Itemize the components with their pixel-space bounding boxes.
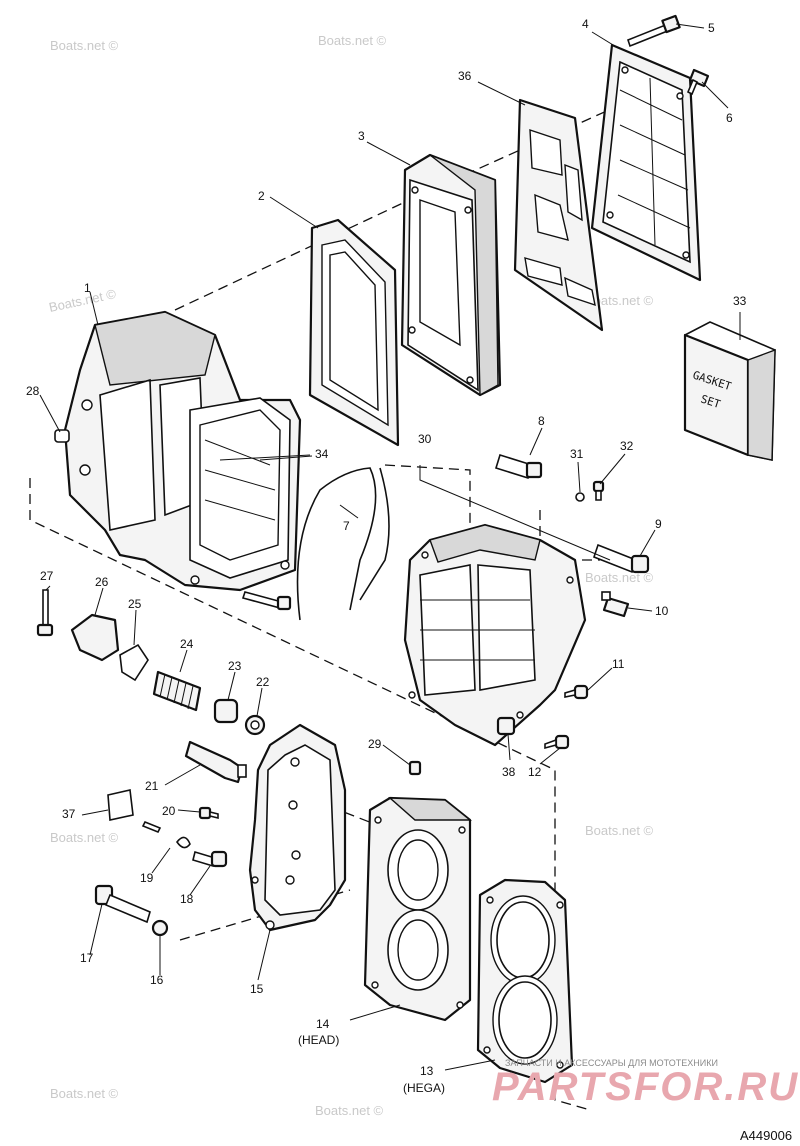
callout-22: 22	[256, 675, 270, 689]
callout-10: 10	[655, 604, 669, 618]
part-cylinder-block-1	[63, 310, 302, 592]
callout-16: 16	[150, 973, 164, 987]
callout-8: 8	[538, 414, 545, 428]
callout-15: 15	[250, 982, 264, 996]
watermark: Boats.net ©	[585, 293, 654, 308]
part-bolt-17	[94, 884, 151, 924]
part-38	[496, 716, 516, 736]
callout-31: 31	[570, 447, 584, 461]
callout-30: 30	[418, 432, 432, 446]
callout-13: 13	[420, 1064, 434, 1078]
watermark: Boats.net ©	[585, 823, 654, 838]
callout-33: 33	[733, 294, 747, 308]
callout-32: 32	[620, 439, 634, 453]
watermark: Boats.net ©	[585, 570, 654, 585]
part-fitting-10	[601, 591, 630, 618]
brand-watermark: ЗАПЧАСТИ И АКСЕССУАРЫ ДЛЯ МОТОТЕХНИКИ PA…	[492, 1058, 799, 1109]
callout-28: 28	[26, 384, 40, 398]
callout-25: 25	[128, 597, 142, 611]
callout-29: 29	[368, 737, 382, 751]
part-washer-31	[575, 492, 585, 502]
watermark: Boats.net ©	[50, 830, 119, 845]
callout-21: 21	[145, 779, 159, 793]
part-gasket-25	[119, 643, 149, 682]
label-hega: (HEGA)	[403, 1081, 445, 1095]
part-cover-plate	[590, 43, 702, 282]
callouts: 4 5 6 36 3 2 1 28 34 30 7 8 31 32 9 10 1…	[26, 17, 747, 1095]
callout-38: 38	[502, 765, 516, 779]
callout-1: 1	[84, 281, 91, 295]
part-screw-6	[686, 68, 710, 96]
reference-code: A449006	[740, 1128, 792, 1143]
brand-tagline: ЗАПЧАСТИ И АКСЕССУАРЫ ДЛЯ МОТОТЕХНИКИ	[505, 1058, 718, 1068]
callout-11: 11	[612, 657, 625, 671]
gasket-box-line2: SET	[699, 392, 722, 411]
brand-name: PARTSFOR.RU	[492, 1065, 799, 1109]
callout-6: 6	[726, 111, 733, 125]
part-29	[408, 760, 422, 776]
part-bolt-crankcase	[241, 591, 292, 611]
callout-17: 17	[80, 951, 94, 965]
part-screw-32	[592, 480, 605, 501]
callout-2: 2	[258, 189, 265, 203]
callout-36: 36	[458, 69, 472, 83]
callout-23: 23	[228, 659, 242, 673]
part-spring-24	[152, 670, 202, 712]
part-cylinder-head-14	[363, 796, 472, 1022]
callout-3: 3	[358, 129, 365, 143]
leader-lines	[39, 23, 741, 1071]
callout-34: 34	[315, 447, 329, 461]
part-bolt-9	[593, 543, 650, 574]
part-screw-12	[544, 734, 570, 750]
callout-26: 26	[95, 575, 109, 589]
callout-12: 12	[528, 765, 542, 779]
callout-14: 14	[316, 1017, 330, 1031]
part-screw-11	[564, 684, 589, 700]
watermark: Boats.net ©	[48, 286, 118, 315]
part-gasket-36	[513, 98, 604, 332]
part-pin	[141, 820, 162, 834]
callout-7: 7	[343, 519, 350, 533]
callout-4: 4	[582, 17, 589, 31]
part-head-cover-15	[248, 723, 347, 932]
callout-20: 20	[162, 804, 176, 818]
part-thermostat-cover-26	[70, 613, 120, 662]
part-wire-spring-7	[296, 467, 390, 621]
part-thermostat-23	[213, 698, 239, 724]
part-18	[192, 850, 228, 868]
watermark: Boats.net ©	[318, 33, 387, 48]
callout-5: 5	[708, 21, 715, 35]
part-gasket-2	[308, 218, 400, 447]
part-nut-16	[151, 919, 169, 937]
part-bolt-5	[627, 14, 681, 48]
gasket-set-box-33: GASKET SET	[683, 321, 776, 461]
leader-34	[219, 454, 311, 461]
callout-19: 19	[140, 871, 154, 885]
callout-24: 24	[180, 637, 194, 651]
watermark: Boats.net ©	[50, 1086, 119, 1101]
part-clip-19	[176, 836, 191, 849]
callout-37: 37	[62, 807, 76, 821]
part-20	[198, 806, 219, 820]
callout-18: 18	[180, 892, 194, 906]
part-sensor-21	[184, 740, 247, 784]
part-bolt-27	[36, 589, 54, 637]
part-head-gasket-13	[476, 878, 574, 1084]
part-bolt-8	[495, 453, 543, 480]
callout-9: 9	[655, 517, 662, 531]
watermark: Boats.net ©	[315, 1103, 384, 1118]
part-dowel-28	[54, 429, 70, 443]
part-decal-37	[107, 789, 134, 821]
part-exhaust-cover-30	[403, 523, 587, 747]
label-head: (HEAD)	[298, 1033, 339, 1047]
callout-27: 27	[40, 569, 54, 583]
watermark: Boats.net ©	[50, 38, 119, 53]
part-manifold-block-3	[400, 153, 502, 397]
